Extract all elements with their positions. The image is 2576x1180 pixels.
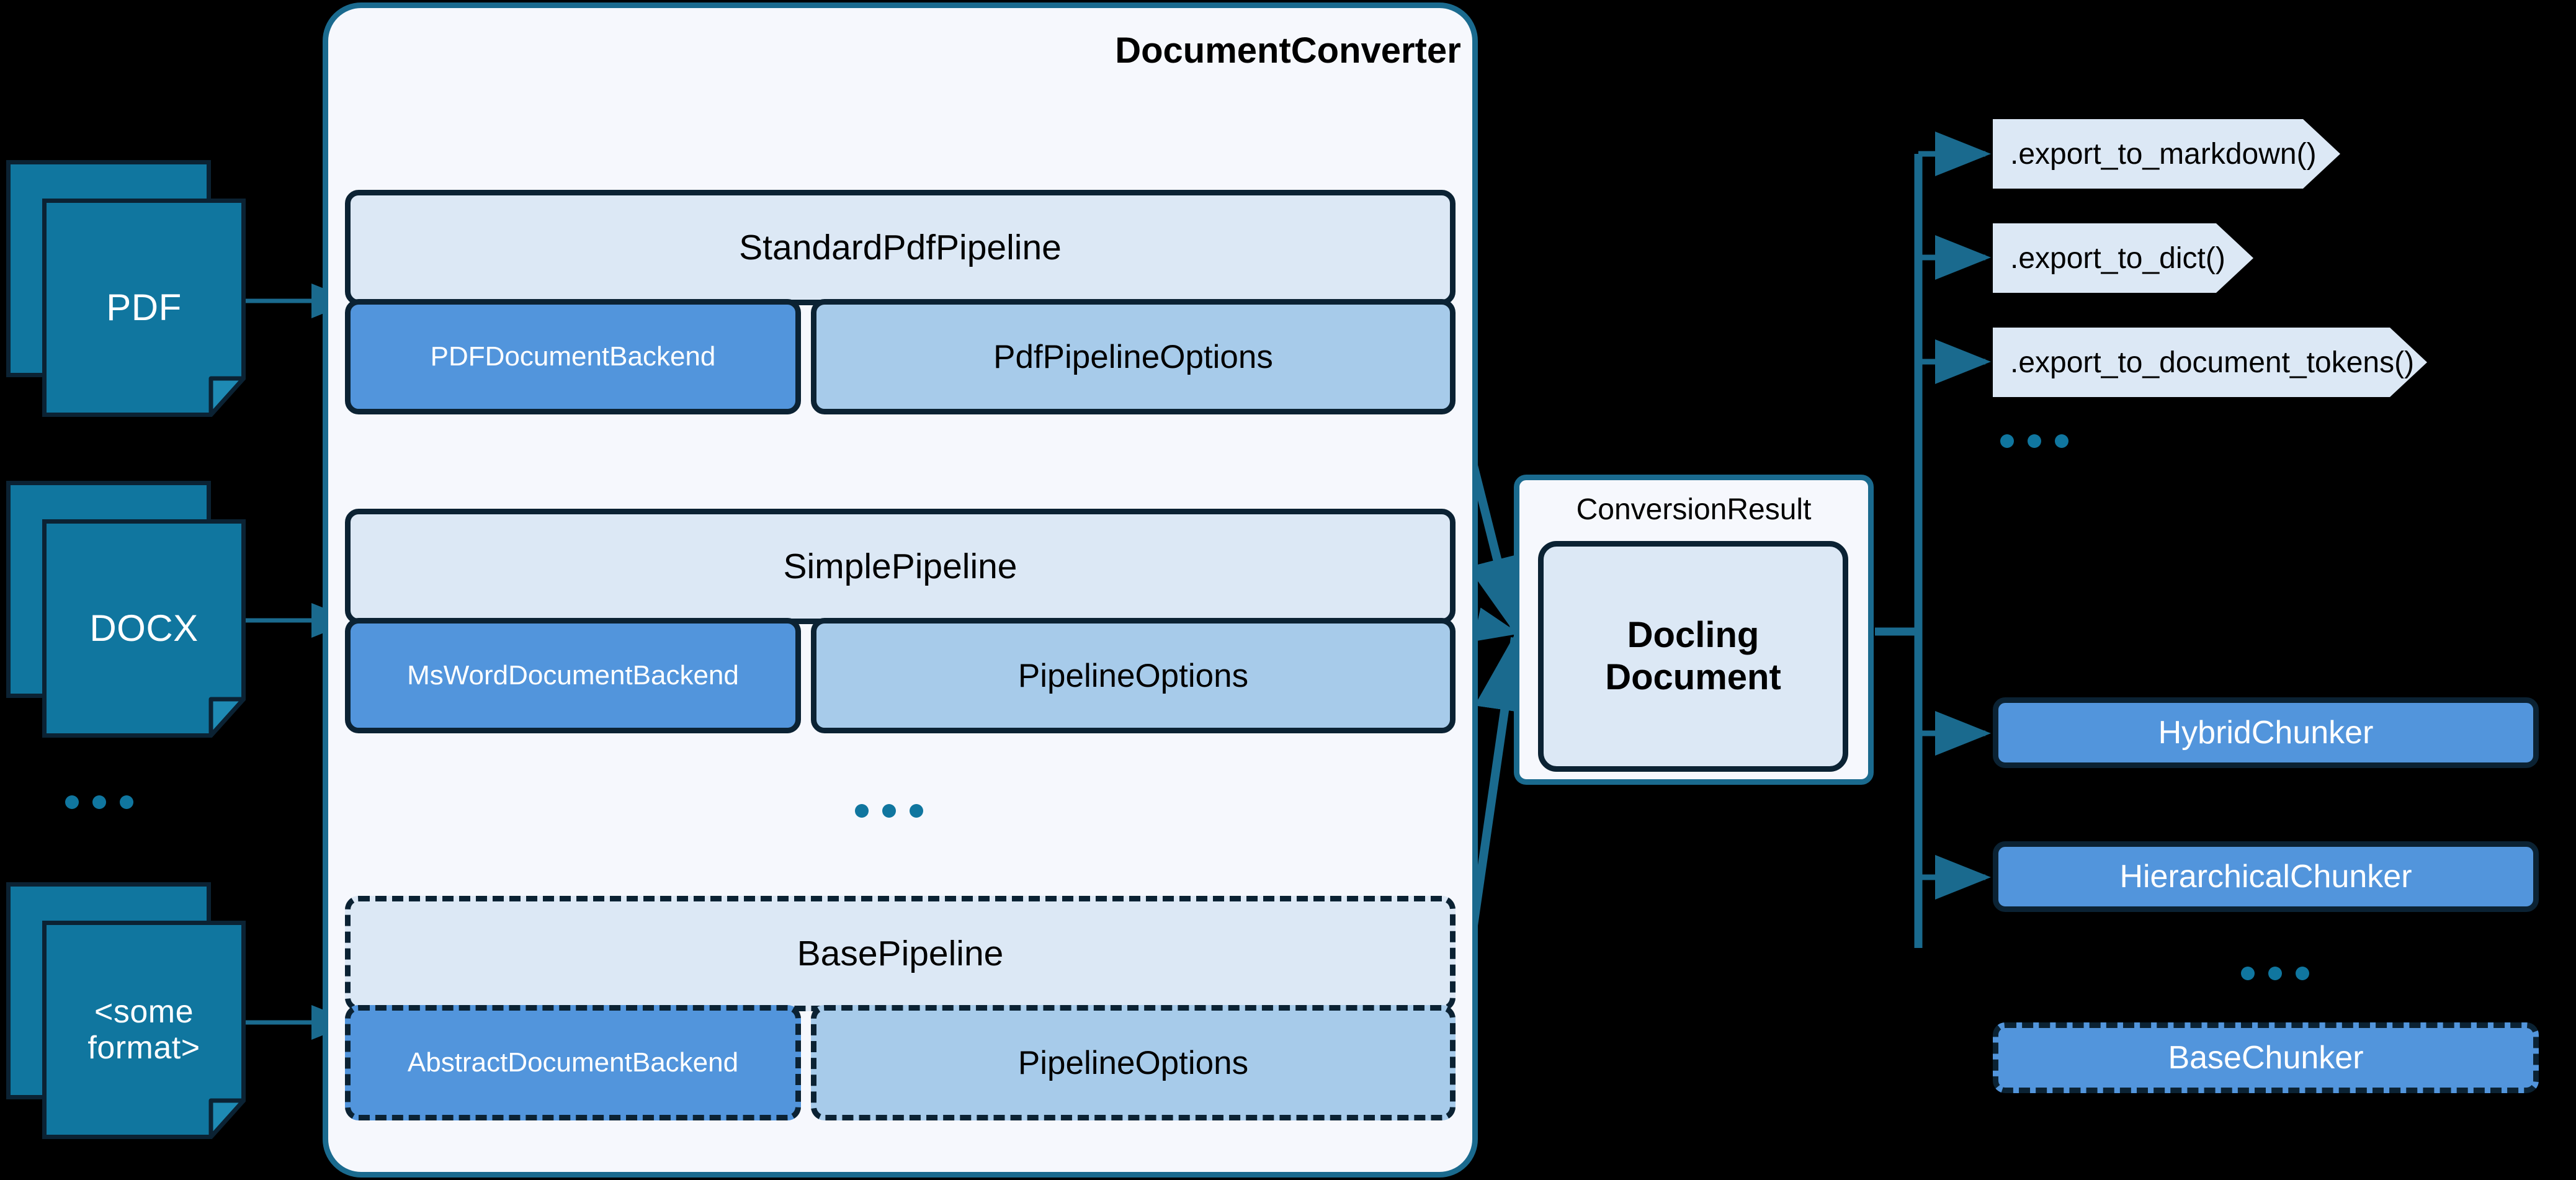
export-label: .export_to_document_tokens() bbox=[2010, 346, 2415, 379]
input-doc-label: <some format> bbox=[87, 993, 200, 1066]
document-icon bbox=[42, 921, 246, 1139]
converter-title: DocumentConverter bbox=[1115, 30, 1461, 71]
pipeline-backend[interactable]: PDFDocumentBackend bbox=[345, 299, 801, 414]
exports-ellipsis bbox=[2000, 434, 2068, 448]
doc-front-sheet: DOCX bbox=[42, 519, 246, 738]
pipeline-components-row: MsWordDocumentBackend PipelineOptions bbox=[345, 618, 1456, 733]
document-icon bbox=[42, 199, 246, 417]
conversion-result-panel: ConversionResult Docling Document bbox=[1514, 475, 1874, 785]
pipeline-options[interactable]: PdfPipelineOptions bbox=[811, 299, 1456, 414]
pipeline-group-base[interactable]: BasePipeline AbstractDocumentBackend Pip… bbox=[345, 896, 1456, 1127]
pipeline-backend[interactable]: AbstractDocumentBackend bbox=[345, 1005, 801, 1120]
input-doc-label: DOCX bbox=[89, 607, 199, 650]
export-label: .export_to_markdown() bbox=[2010, 137, 2317, 171]
export-to-document-tokens-chip[interactable]: .export_to_document_tokens() bbox=[1993, 328, 2427, 397]
doc-front-sheet: PDF bbox=[42, 199, 246, 417]
pipeline-title: BasePipeline bbox=[345, 896, 1456, 1011]
pipeline-options[interactable]: PipelineOptions bbox=[811, 618, 1456, 733]
pipeline-title: SimplePipeline bbox=[345, 509, 1456, 624]
pipeline-components-row: AbstractDocumentBackend PipelineOptions bbox=[345, 1005, 1456, 1120]
pipeline-group-standard-pdf[interactable]: StandardPdfPipeline PDFDocumentBackend P… bbox=[345, 190, 1456, 421]
chunker-label: HierarchicalChunker bbox=[2119, 859, 2412, 895]
chunker-hybrid[interactable]: HybridChunker bbox=[1993, 697, 2539, 768]
doc-front-sheet: <some format> bbox=[42, 921, 246, 1139]
chevron-shape bbox=[1993, 328, 2427, 397]
input-doc-label: PDF bbox=[106, 287, 182, 329]
export-to-dict-chip[interactable]: .export_to_dict() bbox=[1993, 223, 2253, 293]
converter-ellipsis bbox=[855, 804, 923, 818]
conversion-result-title: ConversionResult bbox=[1576, 493, 1812, 526]
pipeline-options[interactable]: PipelineOptions bbox=[811, 1005, 1456, 1120]
chunker-label: HybridChunker bbox=[2158, 715, 2374, 751]
export-to-markdown-chip[interactable]: .export_to_markdown() bbox=[1993, 119, 2340, 189]
pipeline-backend[interactable]: MsWordDocumentBackend bbox=[345, 618, 801, 733]
docling-document-box[interactable]: Docling Document bbox=[1538, 541, 1848, 772]
chunker-hierarchical[interactable]: HierarchicalChunker bbox=[1993, 841, 2539, 912]
chunkers-ellipsis bbox=[2241, 967, 2309, 980]
export-label: .export_to_dict() bbox=[2010, 241, 2225, 275]
chunker-label: BaseChunker bbox=[2168, 1040, 2364, 1076]
pipeline-title: StandardPdfPipeline bbox=[345, 190, 1456, 305]
inputs-ellipsis bbox=[65, 795, 133, 809]
docling-document-label: Docling Document bbox=[1605, 614, 1781, 697]
pipeline-components-row: PDFDocumentBackend PdfPipelineOptions bbox=[345, 299, 1456, 414]
pipeline-group-simple[interactable]: SimplePipeline MsWordDocumentBackend Pip… bbox=[345, 509, 1456, 740]
chunker-base[interactable]: BaseChunker bbox=[1993, 1022, 2539, 1093]
document-icon bbox=[42, 519, 246, 738]
chevron-shape bbox=[1993, 223, 2253, 293]
chevron-shape bbox=[1993, 119, 2340, 189]
